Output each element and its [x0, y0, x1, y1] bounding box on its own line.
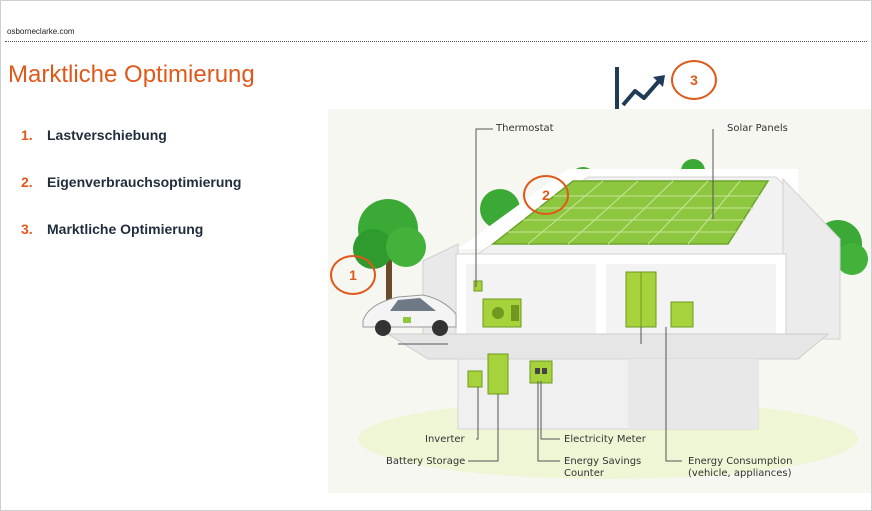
label-energy-savings-counter: Energy Savings Counter — [564, 456, 641, 480]
list-item-number: 1. — [21, 127, 33, 143]
label-battery-storage: Battery Storage — [386, 456, 466, 467]
list-item: 2. Eigenverbrauchsoptimierung — [21, 174, 241, 221]
badge-1: 1 — [330, 255, 376, 295]
smart-home-illustration — [328, 109, 871, 493]
label-inverter: Inverter — [425, 434, 465, 445]
label-energy-consumption-line2: (vehicle, appliances) — [688, 468, 792, 479]
label-energy-savings-line1: Energy Savings — [564, 456, 642, 467]
list-item: 3. Marktliche Optimierung — [21, 221, 241, 268]
slide-title: Marktliche Optimierung — [8, 61, 255, 88]
list-item-text: Lastverschiebung — [47, 127, 167, 143]
list-item-text: Eigenverbrauchsoptimierung — [47, 174, 242, 190]
car — [362, 294, 457, 336]
label-energy-consumption-line1: Energy Consumption — [688, 456, 793, 467]
list-item-number: 3. — [21, 221, 33, 237]
label-energy-savings-line2: Counter — [564, 468, 604, 479]
list-item: 1. Lastverschiebung — [21, 127, 241, 174]
header-divider — [5, 41, 867, 42]
label-solar-panels: Solar Panels — [727, 123, 788, 134]
badge-2: 2 — [523, 175, 569, 215]
list-item-text: Marktliche Optimierung — [47, 221, 204, 237]
brand-text: osborneclarke.com — [7, 27, 75, 36]
label-energy-consumption: Energy Consumption (vehicle, appliances) — [688, 456, 792, 480]
badge-3: 3 — [671, 60, 717, 100]
list-item-number: 2. — [21, 174, 33, 190]
optimization-list: 1. Lastverschiebung 2. Eigenverbrauchsopti… — [21, 127, 241, 268]
label-thermostat: Thermostat — [496, 123, 554, 134]
label-electricity-meter: Electricity Meter — [564, 434, 646, 445]
